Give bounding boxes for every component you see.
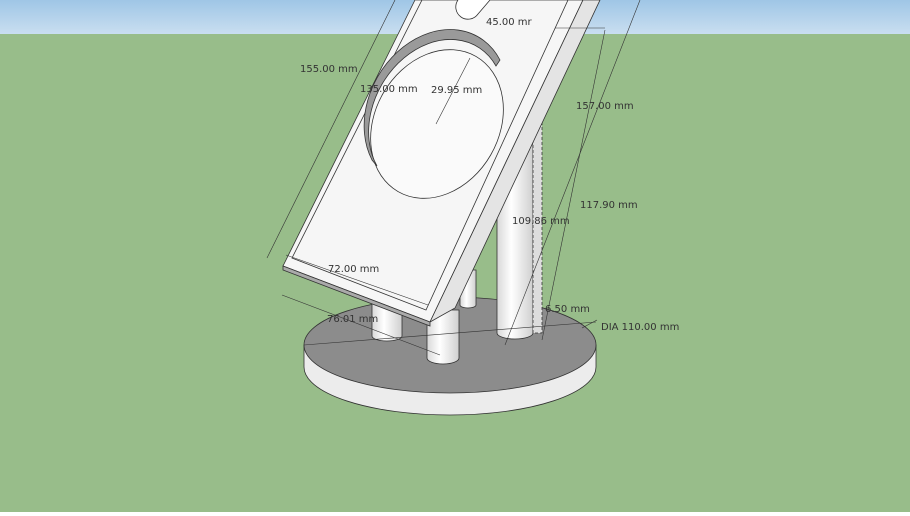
dim-outer-width: 76.01 mm: [327, 314, 379, 325]
dim-length-inner: 135.00 mm: [360, 84, 418, 95]
dim-inner-width: 72.00 mm: [328, 264, 380, 275]
dim-base-thickness: 6.50 mm: [545, 304, 590, 315]
phone-holder-plate: [282, 0, 601, 327]
dim-column-height: 109.86 mm: [512, 216, 570, 227]
dim-column-height-2: 117.90 mm: [580, 200, 638, 211]
dim-length-outer: 155.00 mm: [300, 64, 358, 75]
dim-width-top: 45.00 mr: [486, 17, 532, 28]
dimension-lines: [266, 0, 641, 356]
dim-circle-dia: 29.95 mm: [431, 85, 483, 96]
dim-base-dia: DIA 110.00 mm: [601, 322, 680, 333]
dim-height-total: 157.00 mm: [576, 101, 634, 112]
